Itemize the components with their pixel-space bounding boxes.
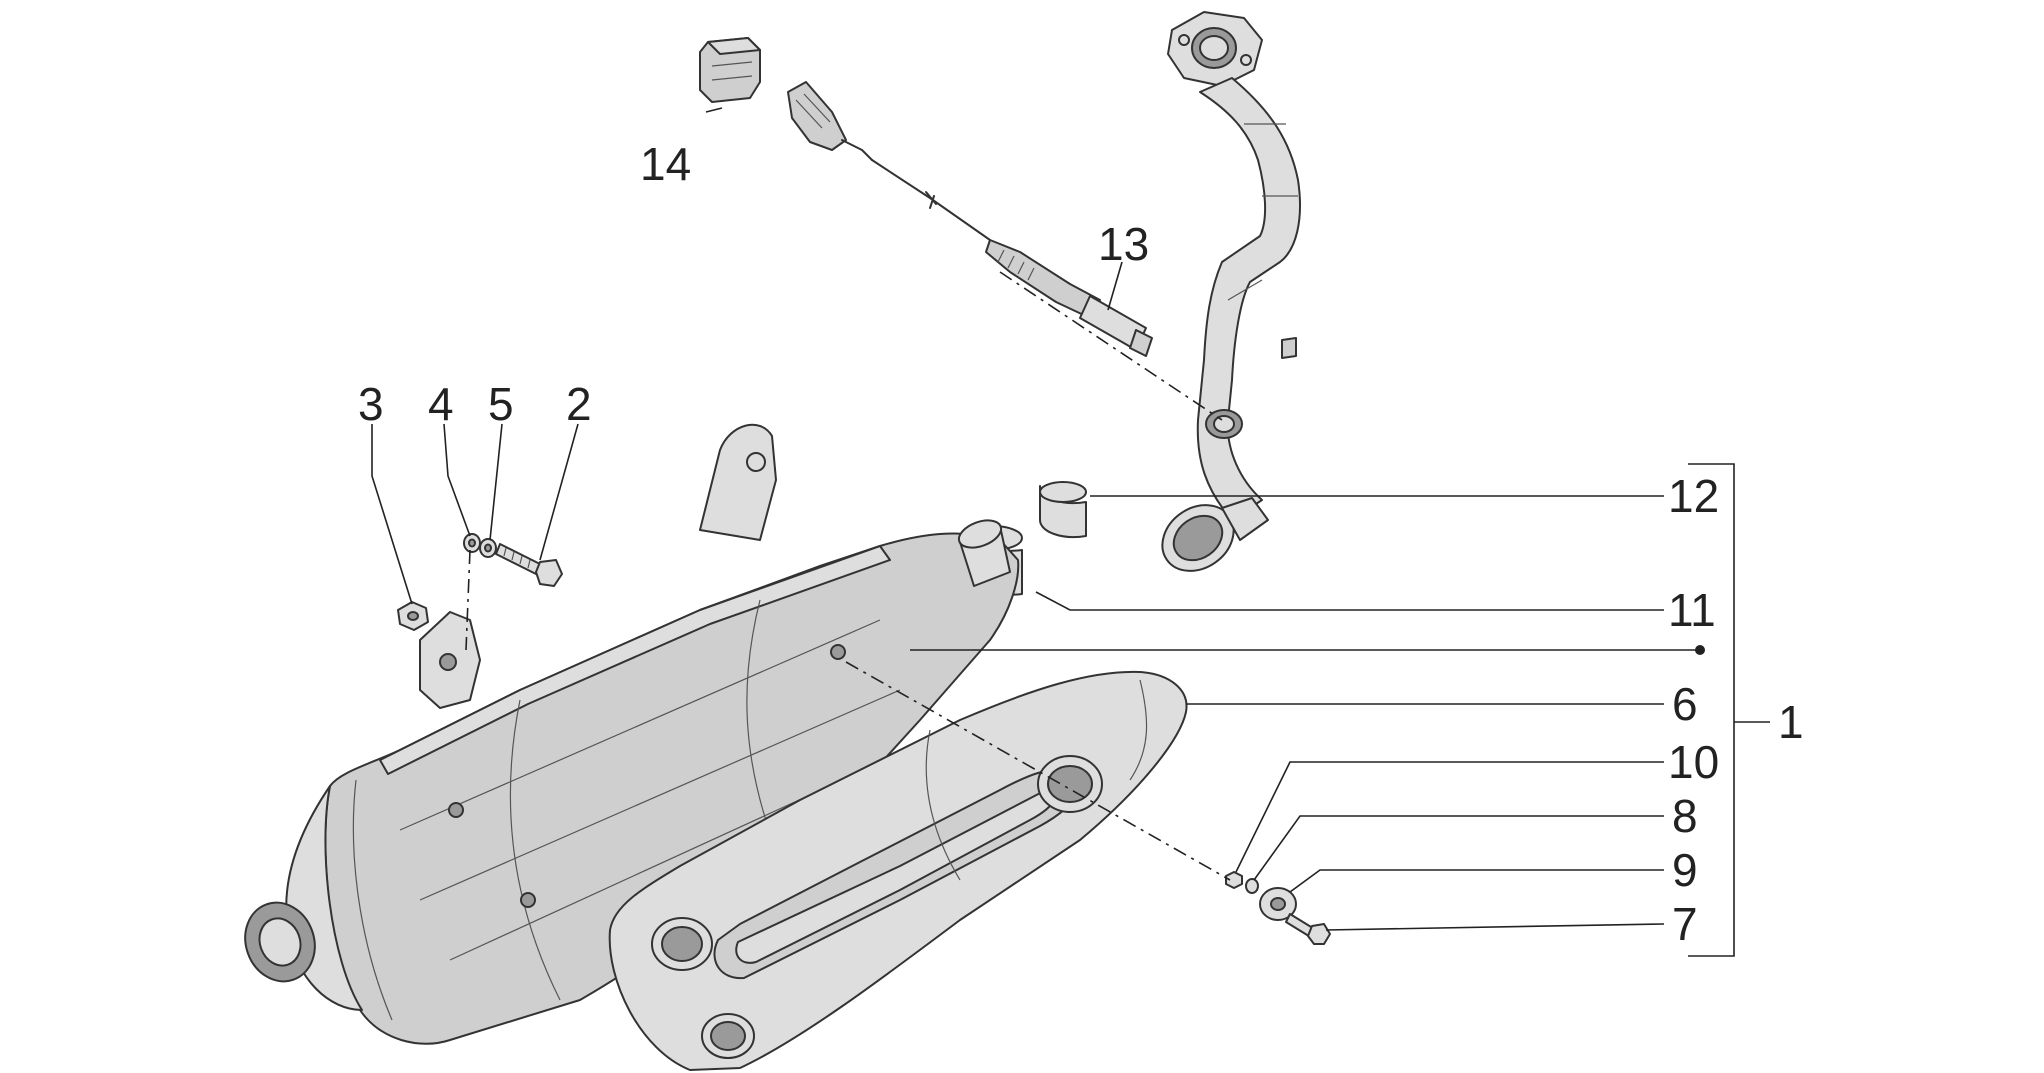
callout-5: 5: [488, 378, 514, 430]
callout-10: 10: [1668, 736, 1719, 788]
callout-14: 14: [640, 138, 691, 190]
part-2-bolt: [495, 543, 563, 587]
part-10-nut: [1225, 871, 1243, 889]
part-3-nut: [397, 601, 429, 631]
part-7-bolt: [1285, 913, 1331, 945]
callout-8: 8: [1672, 790, 1698, 842]
callout-9: 9: [1672, 844, 1698, 896]
part-14-connector-cap: [699, 37, 761, 103]
exhaust-header-pipe: [1161, 11, 1301, 572]
callout-6: 6: [1672, 678, 1698, 730]
part-4-washer: [463, 533, 481, 553]
leader-lines: [371, 107, 1770, 957]
callout-4: 4: [428, 378, 454, 430]
callout-1: 1: [1778, 696, 1804, 748]
part-13-lambda-sensor: [787, 81, 1153, 357]
callout-7: 7: [1672, 898, 1698, 950]
part-9-washer: [1259, 887, 1297, 921]
callout-11: 11: [1668, 584, 1716, 636]
assembly-lines: [465, 271, 1231, 881]
callout-2: 2: [566, 378, 592, 430]
part-6-heat-shield: [608, 670, 1188, 1071]
assembly-dot: [1695, 645, 1705, 655]
silencer-body: [244, 423, 1020, 1045]
callout-12: 12: [1668, 470, 1719, 522]
callout-labels: 14 13 3 4 5 2 12 11 6 1 10 8 9 7: [358, 138, 1804, 950]
part-5-washer: [479, 538, 497, 558]
callout-3: 3: [358, 378, 384, 430]
callout-13: 13: [1098, 218, 1149, 270]
part-8-washer: [1245, 878, 1259, 894]
part-12-gasket: [1039, 481, 1087, 538]
